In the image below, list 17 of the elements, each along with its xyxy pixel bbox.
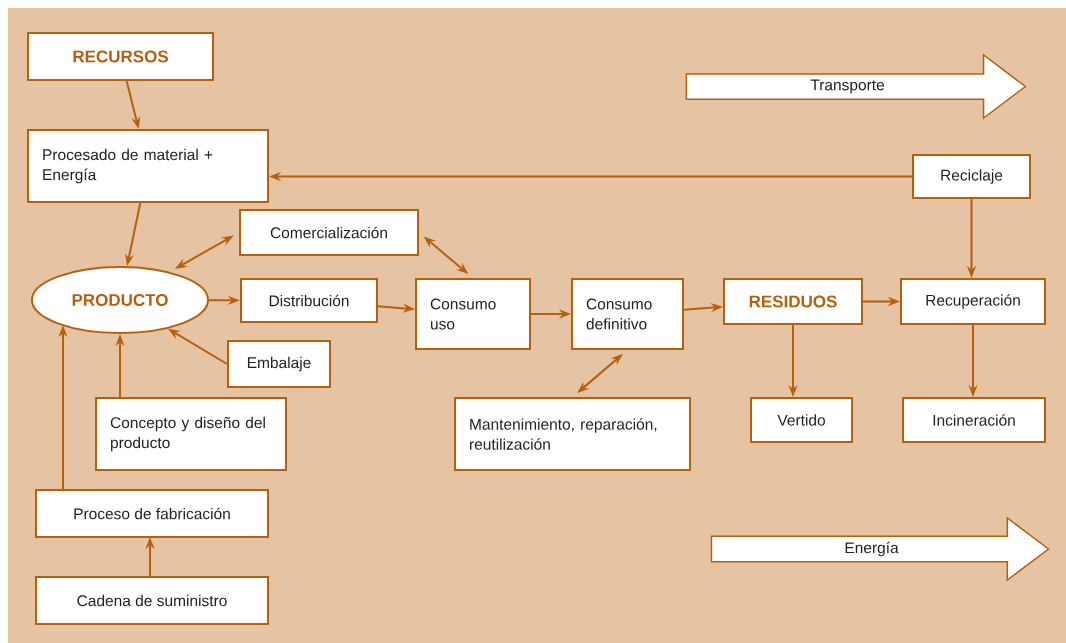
process-box: RECURSOS bbox=[27, 32, 214, 81]
process-box: Consumo definitivo bbox=[571, 278, 684, 350]
process-box: Vertido bbox=[750, 397, 853, 443]
process-box: Distribución bbox=[240, 278, 378, 323]
process-box: Procesado de material + Energía bbox=[27, 129, 269, 203]
process-box: Concepto y diseño del producto bbox=[95, 397, 287, 471]
process-box: Reciclaje bbox=[912, 154, 1031, 199]
process-box: Recuperación bbox=[900, 278, 1046, 325]
process-box: Cadena de suministro bbox=[35, 576, 269, 625]
process-box: Mantenimiento, reparación, reutilización bbox=[454, 397, 691, 471]
process-box: Consumo uso bbox=[415, 278, 531, 350]
process-box: Incineración bbox=[902, 397, 1046, 443]
process-box: RESIDUOS bbox=[723, 278, 863, 325]
product-oval: PRODUCTO bbox=[31, 266, 209, 334]
process-box: Embalaje bbox=[227, 340, 331, 388]
process-box: Comercialización bbox=[239, 209, 419, 256]
process-box: Proceso de fabricación bbox=[35, 489, 269, 538]
